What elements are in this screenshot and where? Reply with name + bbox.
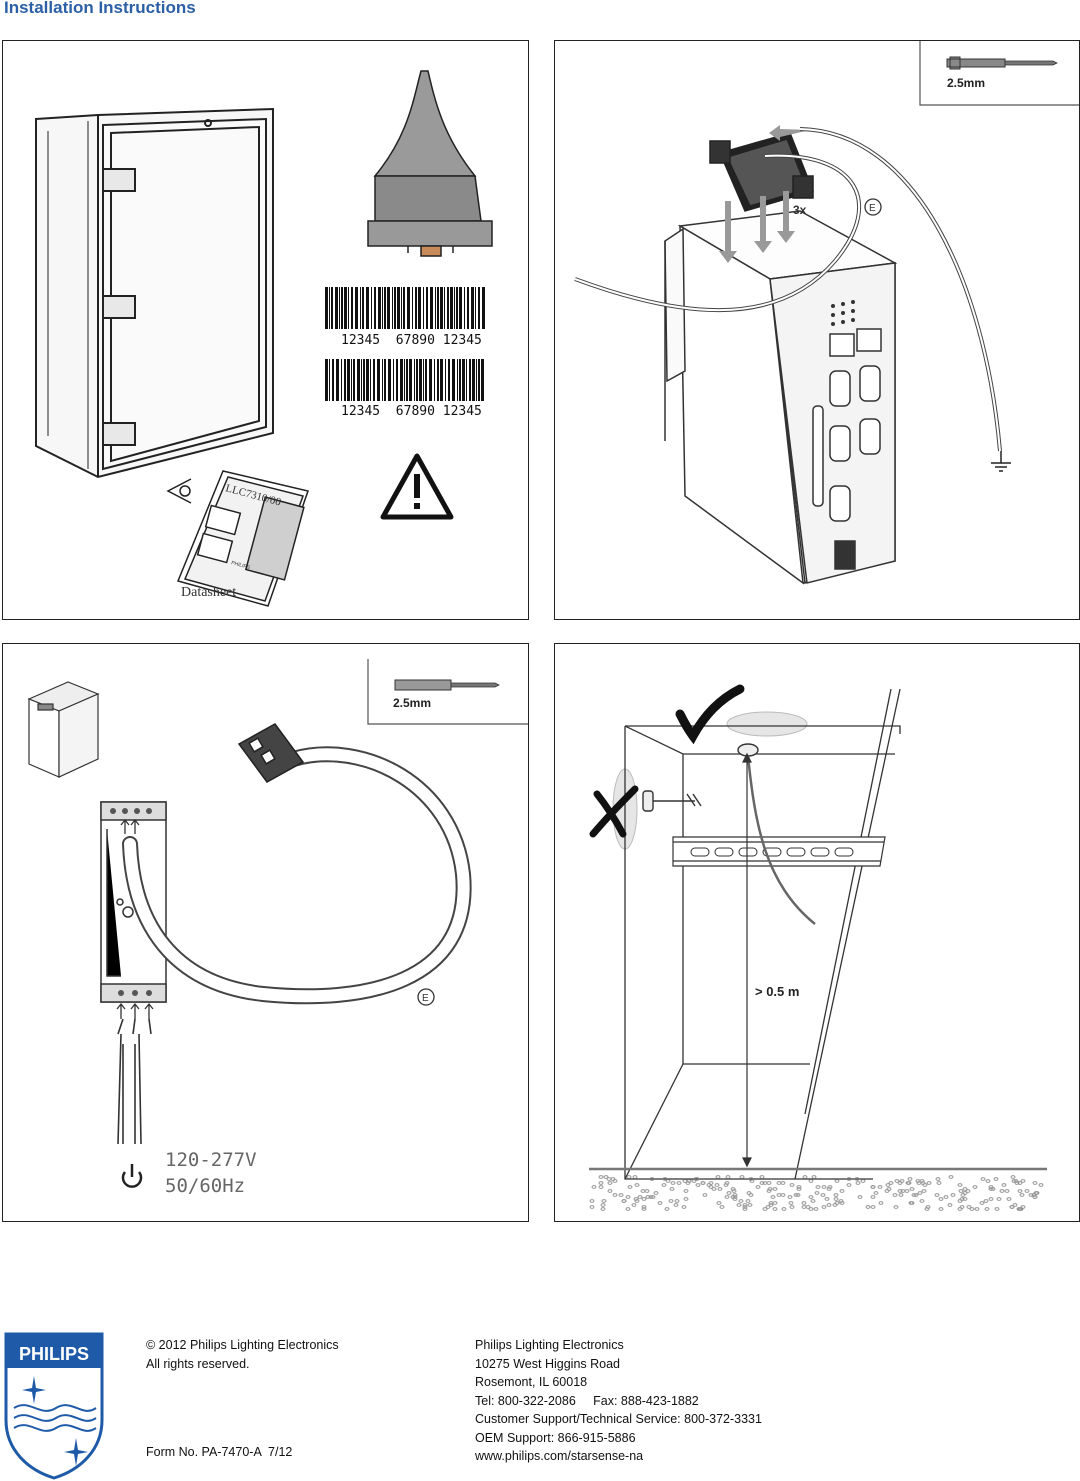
mains-cable [117, 1018, 152, 1145]
barcode-number-2: 12345 67890 12345 [341, 404, 482, 419]
mounting-illustration: > 0.5 m [589, 684, 1047, 1211]
copyright-line-2: All rights reserved. [146, 1356, 250, 1371]
distance-arrow [742, 752, 752, 1168]
panel-power-supply: 2.5mm [2, 643, 529, 1222]
barcode-number-1: 12345 67890 12345 [341, 333, 482, 348]
ground-cable-inner [574, 128, 1001, 452]
datasheet-booklet-icon [176, 470, 309, 607]
datasheet-label: Datasheet [181, 585, 236, 600]
address-line-1: 10275 West Higgins Road [475, 1356, 620, 1371]
footer: PHILIPS © 2012 Philips Lighting Electron… [0, 1330, 1080, 1481]
screwdriver-box [919, 41, 1079, 106]
power-supply-illustration: 2.5mm [27, 659, 528, 1197]
terminal-screws [110, 808, 152, 996]
power-icon [121, 1164, 143, 1188]
output-cable-inner [124, 748, 470, 1003]
wall-screw-incorrect [642, 790, 702, 812]
panel-connector-wiring: 2.5mm [554, 40, 1080, 620]
ground-symbol-icon [991, 451, 1011, 472]
ceiling-screw-correct [737, 743, 759, 757]
screwdriver-box [367, 659, 528, 725]
wall-sensor-background [612, 711, 808, 850]
website-link[interactable]: www.philips.com/starsense-na [475, 1449, 644, 1463]
correct-check-icon [675, 684, 745, 745]
controller-device [664, 210, 898, 585]
earth-marker-icon [417, 988, 435, 1006]
up-arrows [116, 818, 154, 1019]
earth-marker: E [422, 993, 429, 1004]
distance-label: > 0.5 m [755, 984, 799, 999]
barcode-1 [325, 287, 485, 329]
booklet-brand: PHILIPS [230, 560, 251, 571]
star-icon [22, 1376, 88, 1466]
package-contents-illustration: 12345 67890 12345 12345 67890 12345 LLC7… [35, 70, 493, 607]
phone-fax: Tel: 800-322-2086 Fax: 888-423-1882 [475, 1393, 699, 1408]
page-title: Installation Instructions [4, 0, 196, 17]
floor-texture [589, 1175, 1044, 1211]
connector-wiring-illustration: 2.5mm [574, 41, 1079, 585]
connector-count: 3x [793, 203, 807, 217]
enclosure-cabinet [35, 107, 274, 479]
psu-small-icon [27, 681, 100, 778]
barcode-2 [325, 359, 484, 401]
insert-arrows [719, 125, 810, 263]
screwdriver-size: 2.5mm [393, 696, 431, 710]
address-line-2: Rosemont, IL 60018 [475, 1375, 588, 1389]
cable-plug [237, 723, 305, 783]
earth-marker: E [869, 203, 876, 214]
panel-mounting: > 0.5 m [554, 643, 1080, 1222]
eye-icon [166, 478, 192, 504]
power-supply-unit [100, 801, 167, 1003]
light-sensor-icon [367, 70, 493, 257]
customer-support: Customer Support/Technical Service: 800-… [475, 1412, 762, 1426]
earth-marker-icon [864, 198, 882, 216]
company-name: Philips Lighting Electronics [475, 1338, 624, 1352]
screwdriver-size: 2.5mm [947, 76, 985, 90]
philips-logo-text: PHILIPS [19, 1344, 89, 1364]
cable [746, 755, 816, 925]
cabinet-interior [624, 688, 901, 1180]
warning-icon [380, 453, 454, 520]
frequency-label: 50/60Hz [165, 1175, 245, 1197]
philips-logo: PHILIPS [4, 1332, 104, 1480]
form-number: Form No. PA-7470-A 7/12 [146, 1445, 293, 1459]
led-matrix [831, 300, 855, 326]
voltage-label: 120-277V [165, 1149, 257, 1171]
copyright-line-1: © 2012 Philips Lighting Electronics [146, 1338, 339, 1352]
incorrect-x-icon [589, 785, 639, 838]
oem-support: OEM Support: 866-915-5886 [475, 1430, 636, 1445]
panel-package-contents: 12345 67890 12345 12345 67890 12345 LLC7… [2, 40, 529, 620]
